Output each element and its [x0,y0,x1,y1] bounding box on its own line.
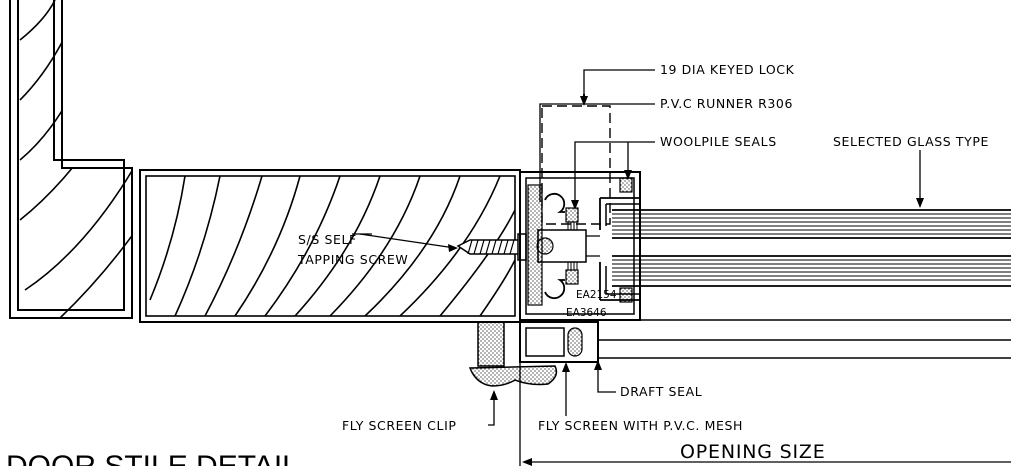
label-profile-1: EA2154 [576,289,617,301]
label-keyed-lock: 19 DIA KEYED LOCK [660,62,795,77]
label-pvc-runner: P.V.C RUNNER R306 [660,96,793,111]
label-draft-seal: DRAFT SEAL [620,384,702,399]
label-opening-size: OPENING SIZE [680,441,826,463]
leader-lines [352,69,1011,466]
label-profile-2: EA3646 [566,307,607,319]
glass-panels [612,209,1011,321]
fly-screen-clip [468,321,558,387]
drawing-title: DOOR STILE DETAIL [6,450,299,466]
label-screw-line1: S/S SELF [298,232,357,247]
timber-door-frame [9,0,133,319]
tapping-screw [456,233,527,261]
label-selected-glass: SELECTED GLASS TYPE [833,134,989,149]
label-woolpile-seals: WOOLPILE SEALS [660,134,777,149]
label-screw-line2: TAPPING SCREW [297,252,408,267]
fly-screen-frame [519,321,1011,363]
keyed-lock-outline [541,105,611,225]
label-fly-screen-clip: FLY SCREEN CLIP [342,418,457,433]
label-fly-screen-mesh: FLY SCREEN WITH P.V.C. MESH [538,418,743,433]
annotation-labels: 19 DIA KEYED LOCK P.V.C RUNNER R306 WOOL… [6,62,989,466]
aluminium-profile [519,171,641,321]
arrow-heads [448,96,924,466]
